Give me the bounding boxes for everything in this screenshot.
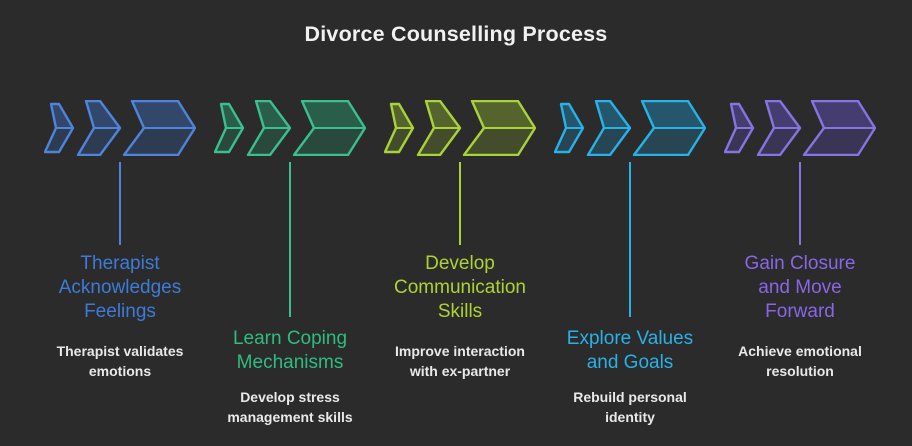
stage-4: Explore Values and Goals Rebuild persona… — [554, 100, 706, 446]
chevron-large — [802, 100, 876, 156]
chevron-medium — [586, 100, 632, 156]
chevron-small — [554, 102, 585, 154]
stage-title: Gain Closure and Move Forward — [744, 253, 856, 322]
stage-description: Rebuild personal identity — [573, 389, 687, 425]
stage-1: Therapist Acknowledges Feelings Therapis… — [44, 100, 196, 446]
chevron-large — [292, 100, 366, 156]
stage-title: Learn Coping Mechanisms — [232, 328, 348, 373]
chevron-medium — [416, 100, 462, 156]
stage-5: Gain Closure and Move Forward Achieve em… — [724, 100, 876, 446]
chevron-medium — [756, 100, 802, 156]
chevron-small — [724, 102, 755, 154]
stage-title: Develop Communication Skills — [394, 253, 526, 322]
stage-title: Therapist Acknowledges Feelings — [58, 253, 182, 322]
stage-description: Achieve emotional resolution — [738, 343, 862, 379]
chevron-medium — [76, 100, 122, 156]
chevron-arrows-icon — [554, 100, 706, 156]
chevron-large — [462, 100, 536, 156]
chevron-large — [632, 100, 706, 156]
chevron-arrows-icon — [724, 100, 876, 156]
stage-description: Develop stress management skills — [227, 389, 353, 425]
chevron-medium — [246, 100, 292, 156]
chevron-small — [44, 102, 75, 154]
stage-2: Learn Coping Mechanisms Develop stress m… — [214, 100, 366, 446]
diagram-title: Divorce Counselling Process — [304, 22, 608, 46]
connector-line — [459, 162, 461, 245]
chevron-arrows-icon — [384, 100, 536, 156]
chevron-small — [384, 102, 415, 154]
connector-line — [119, 162, 121, 245]
stage-description: Therapist validates emotions — [56, 343, 184, 379]
connector-line — [629, 162, 631, 317]
connector-line — [799, 162, 801, 245]
stage-description: Improve interaction with ex-partner — [395, 343, 525, 379]
chevron-small — [214, 102, 245, 154]
chevron-arrows-icon — [44, 100, 196, 156]
connector-line — [289, 162, 291, 317]
chevron-arrows-icon — [214, 100, 366, 156]
chevron-large — [122, 100, 196, 156]
stage-3: Develop Communication Skills Improve int… — [384, 100, 536, 446]
stage-title: Explore Values and Goals — [566, 328, 694, 373]
